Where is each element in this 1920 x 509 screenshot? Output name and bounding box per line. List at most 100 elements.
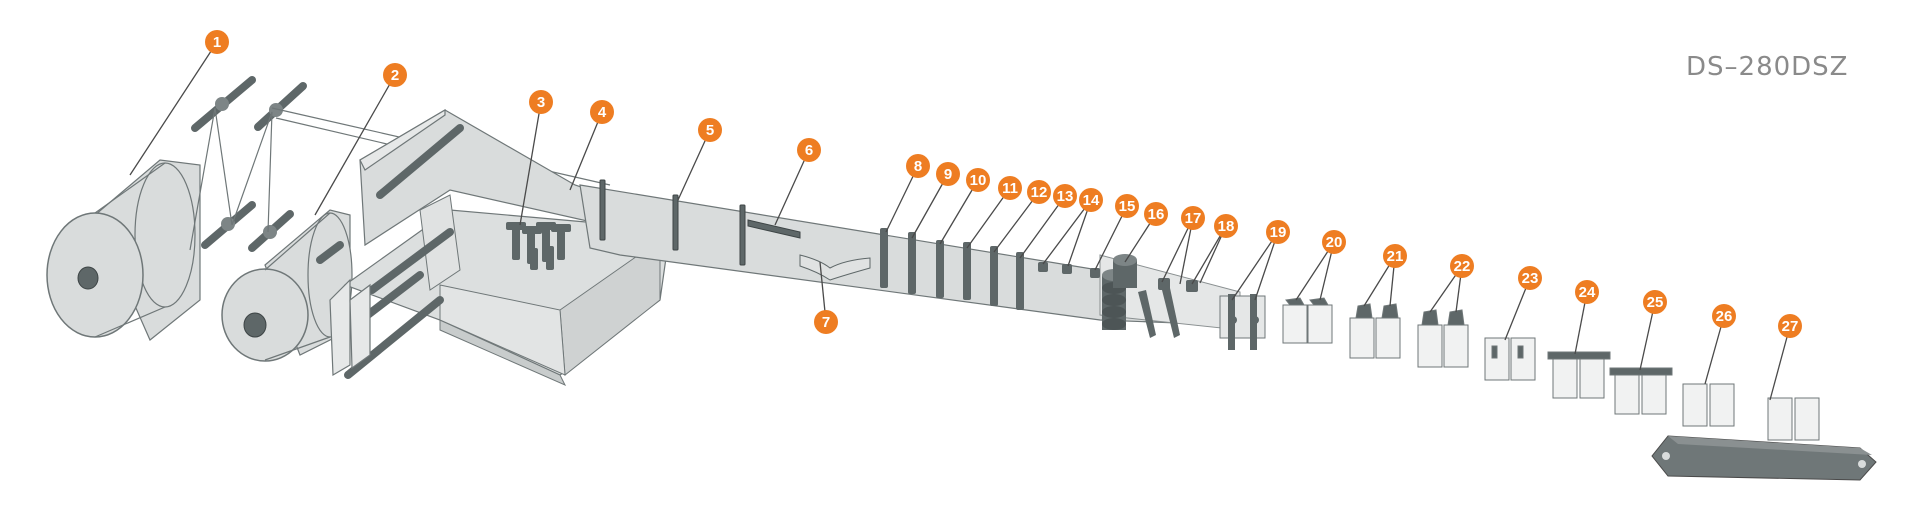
callout-badge-2: 2 bbox=[383, 63, 407, 87]
callout-number: 24 bbox=[1579, 284, 1596, 301]
callout-leader-19 bbox=[1231, 231, 1279, 301]
dosing-nozzles bbox=[506, 222, 571, 270]
callout-number: 19 bbox=[1270, 224, 1287, 241]
callout-circle bbox=[936, 162, 960, 186]
callout-badge-18: 18 bbox=[1214, 214, 1238, 238]
callout-circle bbox=[1079, 188, 1103, 212]
model-number: DS–280DSZ bbox=[1686, 52, 1849, 82]
callout-circle bbox=[797, 138, 821, 162]
callout-badge-4: 4 bbox=[590, 100, 614, 124]
callout-number: 14 bbox=[1083, 192, 1100, 209]
callout-circle bbox=[1712, 304, 1736, 328]
callout-number: 10 bbox=[970, 172, 987, 189]
callout-badge-22: 22 bbox=[1450, 254, 1474, 278]
callout-badge-23: 23 bbox=[1518, 266, 1542, 290]
callout-number: 20 bbox=[1326, 234, 1343, 251]
callout-number: 13 bbox=[1057, 188, 1074, 205]
guide-parts bbox=[599, 179, 871, 281]
callout-badge-25: 25 bbox=[1643, 290, 1667, 314]
callout-badge-3: 3 bbox=[529, 90, 553, 114]
callout-leader-6 bbox=[774, 149, 810, 226]
callout-circle bbox=[1053, 184, 1077, 208]
callout-badge-20: 20 bbox=[1322, 230, 1346, 254]
callout-badge-27: 27 bbox=[1778, 314, 1802, 338]
callout-number: 2 bbox=[391, 67, 399, 84]
callout-leader-2 bbox=[314, 74, 396, 216]
callout-number: 21 bbox=[1387, 248, 1404, 265]
callout-badge-1: 1 bbox=[205, 30, 229, 54]
callout-badge-19: 19 bbox=[1266, 220, 1290, 244]
callout-number: 4 bbox=[598, 104, 607, 121]
callout-leader-8 bbox=[885, 165, 919, 233]
callout-badge-5: 5 bbox=[698, 118, 722, 142]
callout-badge-21: 21 bbox=[1383, 244, 1407, 268]
callout-badge-6: 6 bbox=[797, 138, 821, 162]
callout-badge-7: 7 bbox=[814, 310, 838, 334]
callout-number: 26 bbox=[1716, 308, 1733, 325]
callout-circle bbox=[1322, 230, 1346, 254]
callout-leaders bbox=[129, 41, 1791, 401]
callout-number: 1 bbox=[213, 34, 221, 51]
callout-number: 23 bbox=[1522, 270, 1539, 287]
callout-number: 11 bbox=[1002, 180, 1018, 197]
callout-circle bbox=[590, 100, 614, 124]
callout-leader-13 bbox=[1019, 195, 1066, 259]
callout-leader-1 bbox=[129, 41, 218, 176]
roll-1-guide-shafts bbox=[191, 76, 307, 252]
callout-circle bbox=[1027, 180, 1051, 204]
callout-circle bbox=[529, 90, 553, 114]
callout-badge-10: 10 bbox=[966, 168, 990, 192]
forming-plates bbox=[329, 108, 446, 377]
callout-number: 16 bbox=[1148, 206, 1165, 223]
callout-number: 7 bbox=[822, 314, 830, 331]
callout-circle bbox=[1115, 194, 1139, 218]
callout-circle bbox=[966, 168, 990, 192]
callout-badge-26: 26 bbox=[1712, 304, 1736, 328]
callout-circle bbox=[906, 154, 930, 178]
callout-leader-12 bbox=[993, 191, 1040, 253]
callout-badge-8: 8 bbox=[906, 154, 930, 178]
callout-circle bbox=[814, 310, 838, 334]
callout-circle bbox=[1518, 266, 1542, 290]
callout-badge-14: 14 bbox=[1079, 188, 1103, 212]
callout-number: 6 bbox=[805, 142, 813, 159]
callout-badge-15: 15 bbox=[1115, 194, 1139, 218]
callout-number: 12 bbox=[1031, 184, 1048, 201]
small-cutters bbox=[1038, 262, 1100, 278]
callout-leader-10 bbox=[939, 179, 979, 245]
callout-circle bbox=[1383, 244, 1407, 268]
callout-badge-17: 17 bbox=[1181, 206, 1205, 230]
callout-number: 8 bbox=[914, 158, 922, 175]
bag-cutters bbox=[1138, 278, 1198, 338]
roller-stack bbox=[1102, 254, 1137, 330]
callout-circle bbox=[698, 118, 722, 142]
callout-badge-13: 13 bbox=[1053, 184, 1077, 208]
callout-number: 22 bbox=[1454, 258, 1471, 275]
sealing-bars bbox=[880, 228, 1024, 310]
callout-circle bbox=[205, 30, 229, 54]
callout-circle bbox=[998, 176, 1022, 200]
callout-circle bbox=[1575, 280, 1599, 304]
callout-circle bbox=[1450, 254, 1474, 278]
callout-leader-27 bbox=[1769, 325, 1791, 401]
callout-number: 18 bbox=[1218, 218, 1235, 235]
callout-leader-9 bbox=[911, 173, 949, 239]
callout-leader-4 bbox=[569, 111, 603, 191]
callout-badge-11: 11 bbox=[998, 176, 1022, 200]
callout-badge-24: 24 bbox=[1575, 280, 1599, 304]
callout-number: 17 bbox=[1185, 210, 1202, 227]
callout-number: 15 bbox=[1119, 198, 1136, 215]
callout-leader-3 bbox=[519, 101, 542, 226]
callout-badge-9: 9 bbox=[936, 162, 960, 186]
callout-circle bbox=[1778, 314, 1802, 338]
callout-leader-14 bbox=[1042, 199, 1092, 265]
callout-number: 25 bbox=[1647, 294, 1664, 311]
callout-circle bbox=[1144, 202, 1168, 226]
callout-circle bbox=[1643, 290, 1667, 314]
output-conveyor bbox=[1651, 435, 1877, 481]
callout-number: 5 bbox=[706, 122, 714, 139]
callout-circle bbox=[1181, 206, 1205, 230]
station-19 bbox=[1219, 294, 1266, 350]
callout-badge-16: 16 bbox=[1144, 202, 1168, 226]
